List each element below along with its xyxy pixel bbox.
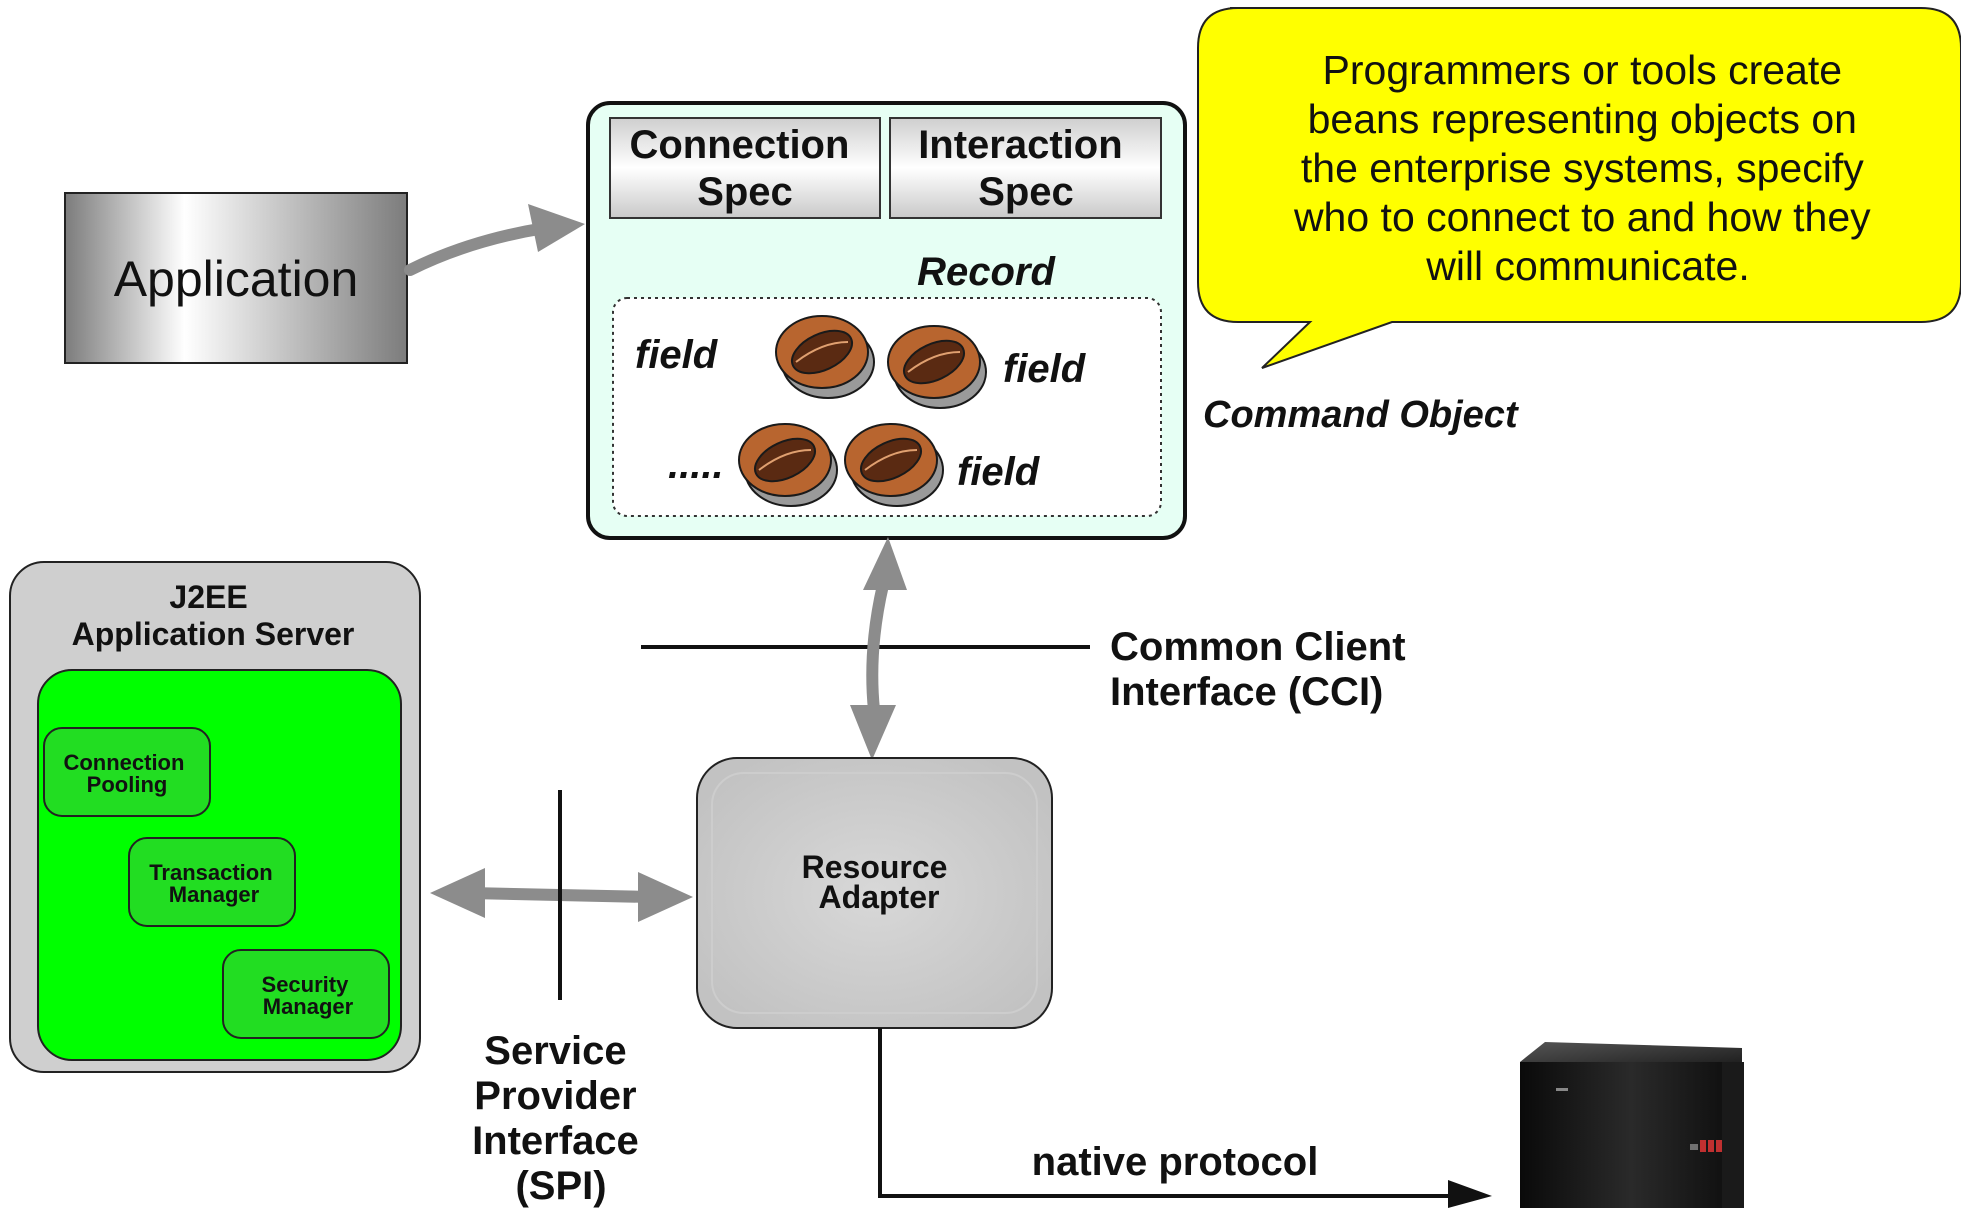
native-protocol-arrow [878, 1028, 1492, 1208]
cci-label: Common Client Interface (CCI) [1110, 625, 1417, 714]
interaction-spec-label: Interaction Spec [918, 123, 1134, 214]
connection-pooling-box: Connection Pooling [43, 727, 211, 817]
connection-pooling-label: Connection Pooling [63, 750, 190, 797]
resource-adapter: Resource Adapter [696, 757, 1053, 1029]
ellipsis-label: ..... [668, 443, 724, 487]
enterprise-server-icon [1520, 1042, 1744, 1208]
transaction-manager-label: Transaction Manager [149, 860, 279, 907]
resource-adapter-label: Resource Adapter [802, 849, 957, 915]
connection-spec-box: Connection Spec [609, 117, 881, 219]
application-to-command-arrow [404, 204, 585, 276]
application-box: Application [64, 192, 408, 364]
field-label: field [957, 450, 1041, 494]
transaction-manager-box: Transaction Manager [128, 837, 296, 927]
field-label: field [635, 333, 719, 377]
callout-text: Programmers or tools create beans repres… [1293, 47, 1882, 289]
security-manager-label: Security Manager [262, 972, 355, 1019]
field-label: field [1003, 347, 1087, 391]
command-object: Connection Spec Interaction Spec Record … [586, 101, 1187, 540]
command-object-caption: Command Object [1203, 394, 1519, 436]
security-manager-box: Security Manager [222, 949, 390, 1039]
app-server-title: J2EE Application Server [72, 579, 355, 652]
connection-spec-label: Connection Spec [629, 123, 860, 214]
j2ee-application-server: J2EE Application Server Connection Pooli… [9, 561, 421, 1073]
callout-bubble: Programmers or tools create beans repres… [1197, 7, 1961, 369]
cci-double-arrow [850, 537, 907, 760]
interaction-spec-box: Interaction Spec [889, 117, 1162, 219]
record-label: Record [917, 250, 1056, 294]
native-protocol-label: native protocol [1032, 1140, 1319, 1184]
spi-label: Service Provider Interface (SPI) [472, 1029, 650, 1208]
application-label: Application [114, 251, 359, 307]
